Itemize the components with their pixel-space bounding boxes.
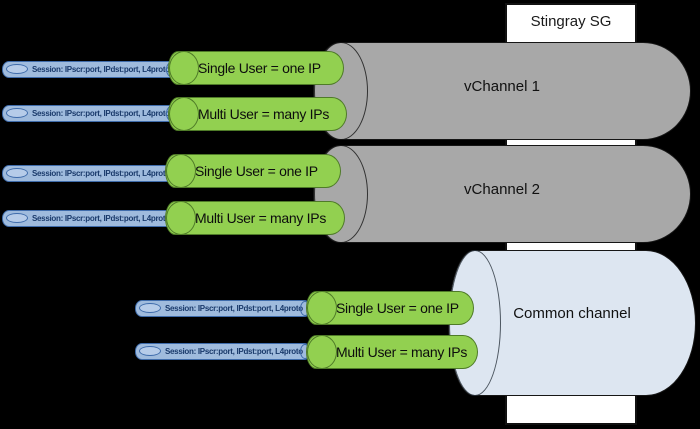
session-dot-icon [6, 168, 28, 178]
user-mapping-label: Multi User = many IPs [336, 344, 468, 360]
user-mapping-label: Single User = one IP [195, 163, 318, 179]
session-dot-icon [6, 64, 28, 74]
user-mapping-label: Multi User = many IPs [198, 106, 330, 122]
vchannel-2-label: vChannel 2 [464, 180, 540, 198]
user-mapping-pill: Multi User = many IPs [306, 335, 478, 369]
stingray-sg-label: Stingray SG [530, 13, 612, 30]
session-label: Session: IPscr:port, IPdst:port, L4proto [165, 304, 303, 313]
session-dot-icon [6, 108, 28, 118]
session-pill: Session: IPscr:port, IPdst:port, L4proto [2, 105, 178, 122]
session-label: Session: IPscr:port, IPdst:port, L4proto [32, 65, 170, 74]
common-channel-label: Common channel [513, 304, 631, 322]
session-label: Session: IPscr:port, IPdst:port, L4proto [32, 169, 170, 178]
session-label: Session: IPscr:port, IPdst:port, L4proto [165, 347, 303, 356]
session-dot-icon [6, 213, 28, 223]
vchannel-1-cylinder: vChannel 1 [313, 42, 691, 140]
user-mapping-pill: Single User = one IP [306, 291, 474, 325]
user-mapping-pill: Single User = one IP [168, 51, 344, 85]
session-dot-icon [139, 346, 161, 356]
session-dot-icon [139, 303, 161, 313]
session-pill: Session: IPscr:port, IPdst:port, L4proto [2, 61, 178, 78]
common-channel-cylinder: Common channel [448, 250, 696, 396]
user-mapping-pill: Multi User = many IPs [165, 201, 345, 235]
vchannel-1-label: vChannel 1 [464, 77, 540, 95]
session-label: Session: IPscr:port, IPdst:port, L4proto [32, 109, 170, 118]
session-pill: Session: IPscr:port, IPdst:port, L4proto [135, 300, 312, 317]
session-pill: Session: IPscr:port, IPdst:port, L4proto [135, 343, 312, 360]
user-mapping-label: Single User = one IP [336, 300, 459, 316]
user-mapping-pill: Multi User = many IPs [168, 97, 347, 131]
session-label: Session: IPscr:port, IPdst:port, L4proto [32, 214, 170, 223]
vchannel-2-cylinder: vChannel 2 [313, 145, 691, 243]
session-pill: Session: IPscr:port, IPdst:port, L4proto [2, 210, 178, 227]
user-mapping-pill: Single User = one IP [165, 154, 341, 188]
session-pill: Session: IPscr:port, IPdst:port, L4proto [2, 165, 178, 182]
user-mapping-label: Single User = one IP [198, 60, 321, 76]
user-mapping-label: Multi User = many IPs [195, 210, 327, 226]
